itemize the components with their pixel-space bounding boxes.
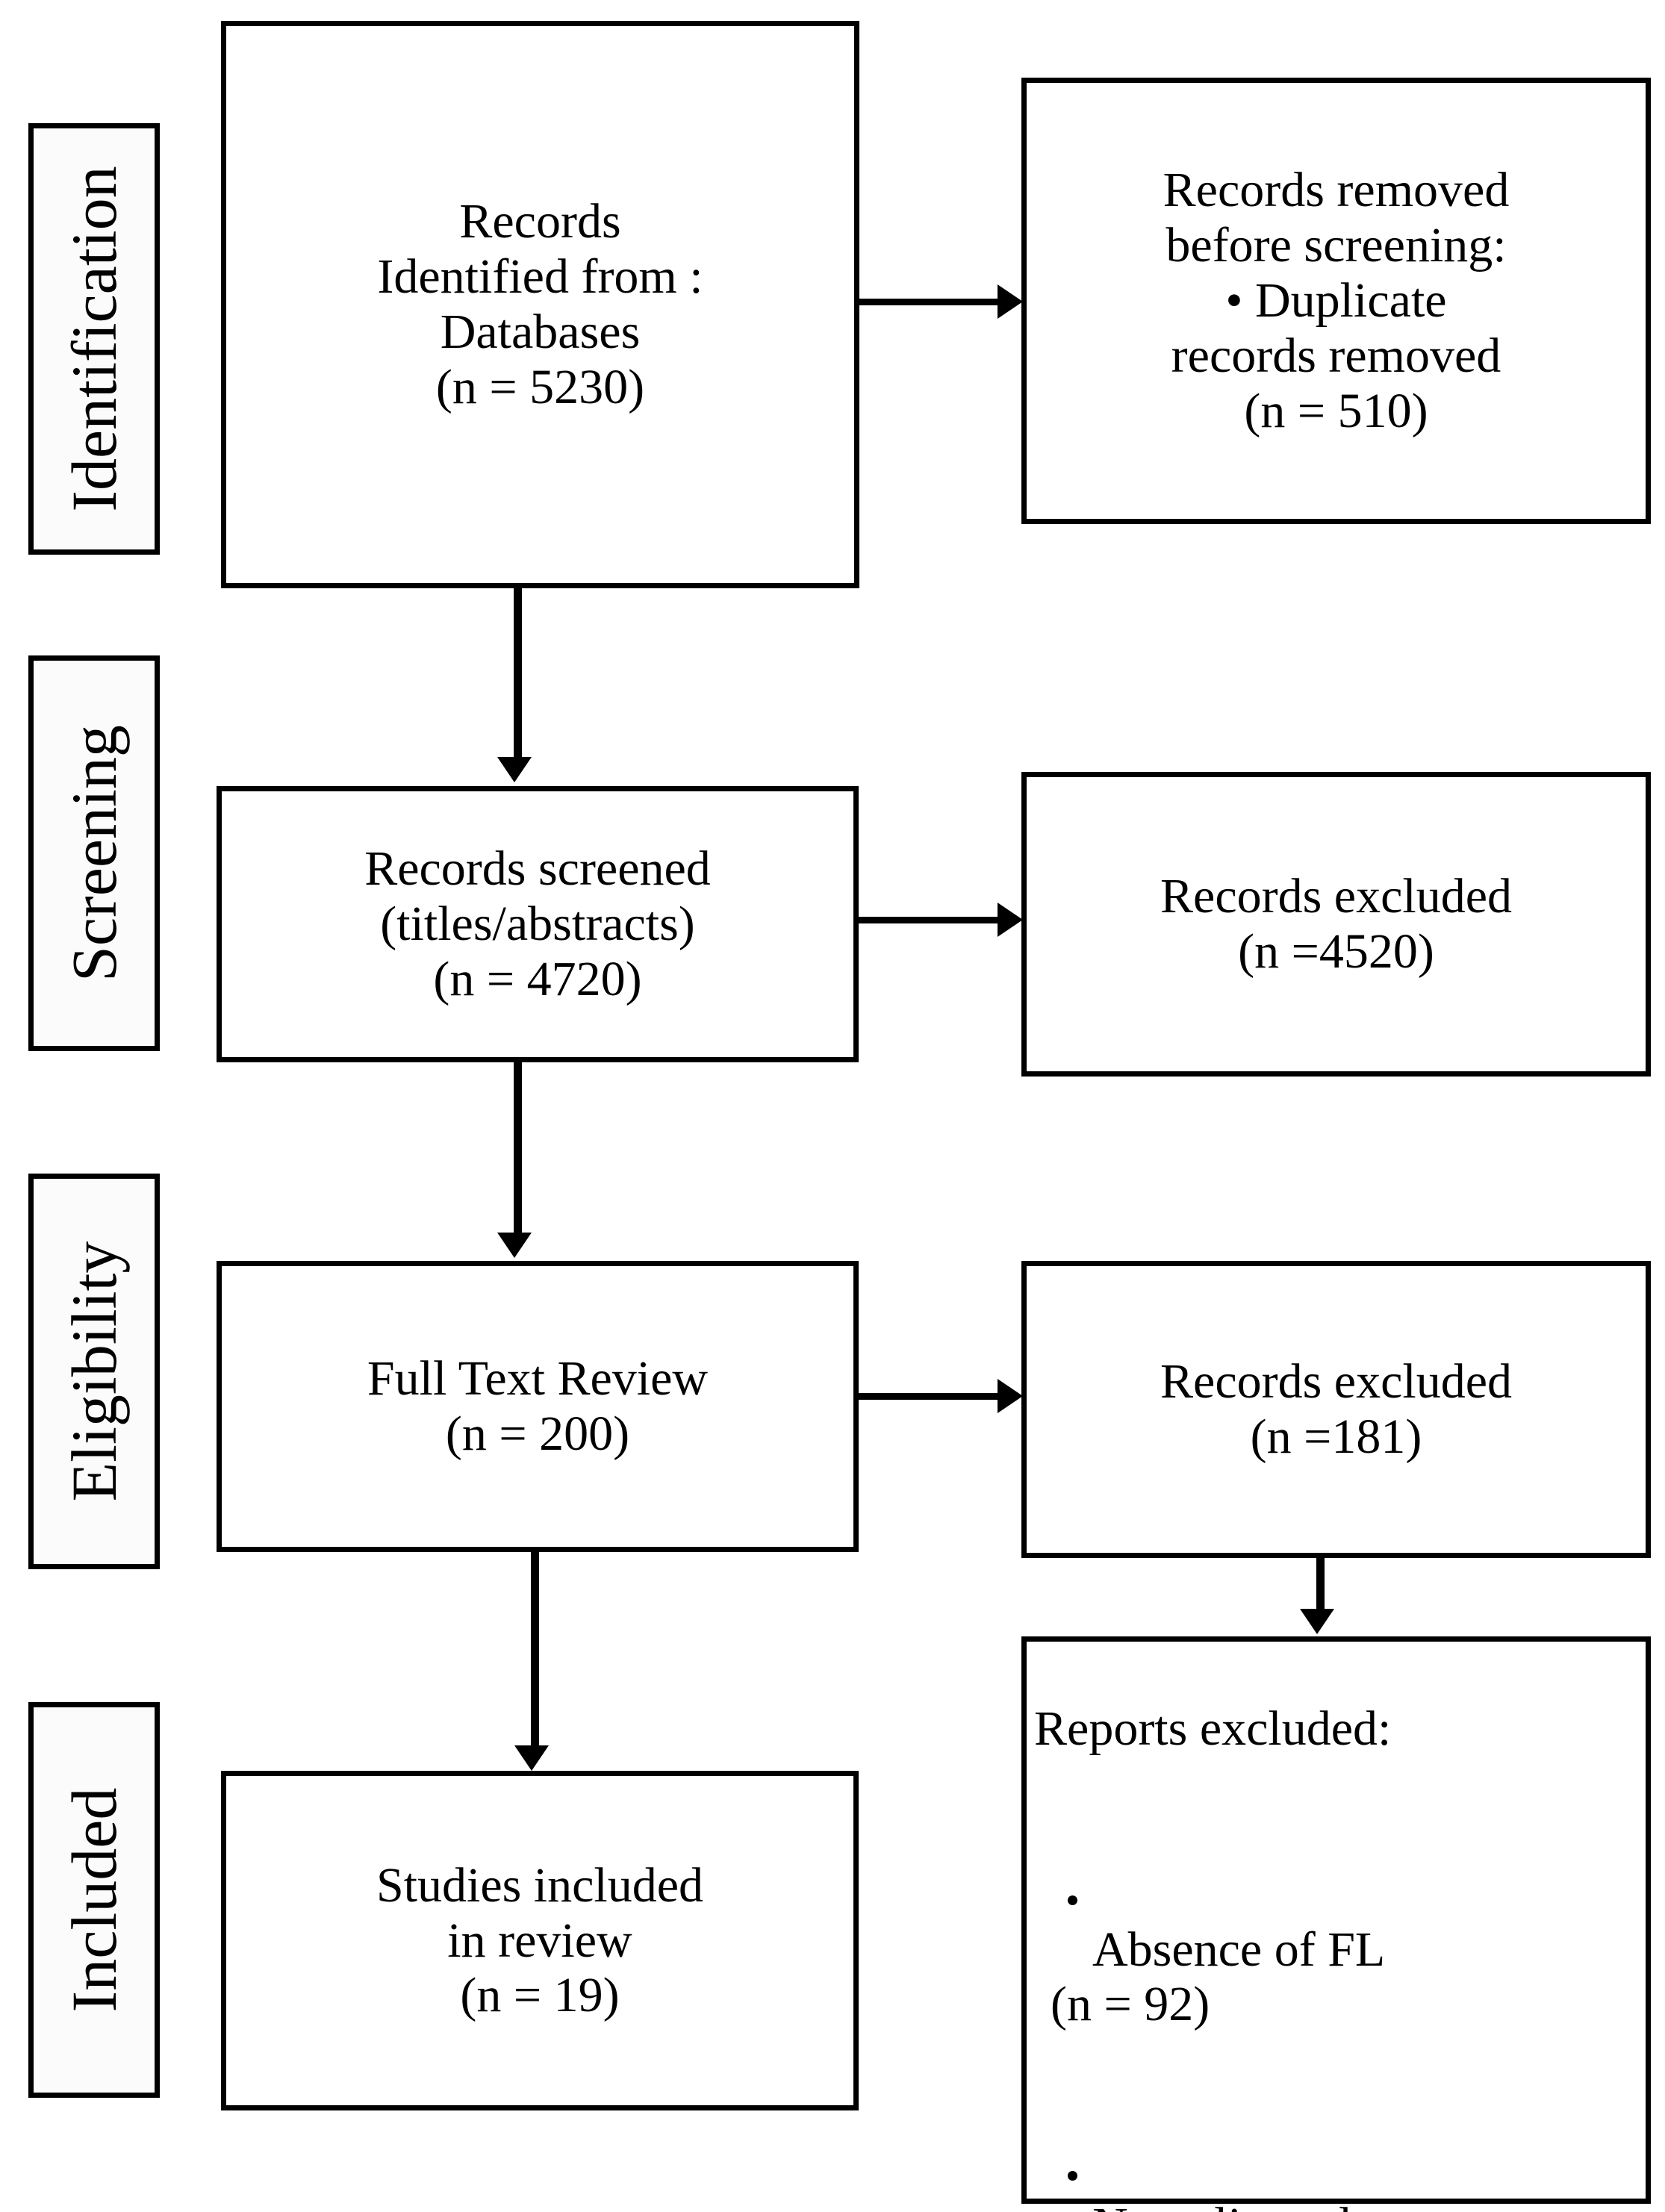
box-records-identified-text: Records Identified from : Databases (n =… xyxy=(377,194,703,414)
box-reports-excluded: Reports excluded: Absence of FL (n = 92)… xyxy=(1021,1636,1651,2212)
arrowhead-identified-to-screened xyxy=(497,757,532,782)
list-item: Absence of FL (n = 92) xyxy=(1051,1867,1638,2088)
box-records-identified: Records Identified from : Databases (n =… xyxy=(221,21,859,588)
box-records-excluded-screening-text: Records excluded (n =4520) xyxy=(1160,869,1512,979)
connector-screened-to-excluded xyxy=(859,917,998,923)
arrowhead-screened-to-fulltext xyxy=(497,1233,532,1258)
connector-identified-to-removed xyxy=(859,299,998,305)
arrowhead-excluded-to-reports xyxy=(1300,1609,1334,1634)
arrowhead-screened-to-excluded xyxy=(998,903,1023,937)
stage-label-eligibility: Eligibility xyxy=(28,1174,160,1569)
box-records-screened-text: Records screened (titles/abstracts) (n =… xyxy=(364,841,711,1006)
stage-label-eligibility-text: Eligibility xyxy=(58,1241,130,1502)
box-studies-included: Studies included in review (n = 19) xyxy=(221,1771,859,2110)
list-item: No policy relevance (n = 38) xyxy=(1092,2143,1638,2212)
connector-fulltext-to-excluded xyxy=(859,1393,998,1400)
stage-label-identification: Identification xyxy=(28,123,160,555)
box-records-excluded-eligibility-text: Records excluded (n =181) xyxy=(1160,1354,1512,1464)
box-records-excluded-screening: Records excluded (n =4520) xyxy=(1021,772,1651,1077)
box-studies-included-text: Studies included in review (n = 19) xyxy=(376,1857,704,2023)
reports-excluded-title: Reports excluded: xyxy=(1034,1701,1392,1756)
box-records-screened: Records screened (titles/abstracts) (n =… xyxy=(217,786,859,1062)
connector-fulltext-to-studies xyxy=(531,1548,539,1745)
connector-screened-to-fulltext xyxy=(514,1062,522,1233)
connector-identified-to-screened xyxy=(514,588,522,757)
connector-excluded-to-reports xyxy=(1316,1558,1325,1610)
stage-label-identification-text: Identification xyxy=(58,166,130,512)
arrowhead-fulltext-to-studies xyxy=(514,1745,549,1771)
reports-excluded-list: Absence of FL (n = 92) No policy relevan… xyxy=(1034,1812,1638,2212)
arrowhead-fulltext-to-excluded xyxy=(998,1379,1023,1413)
reason-label: Absence of FL xyxy=(1092,1922,1386,1977)
box-full-text-review-text: Full Text Review (n = 200) xyxy=(367,1351,709,1461)
box-records-removed-text: Records removed before screening: • Dupl… xyxy=(1163,163,1510,438)
box-full-text-review: Full Text Review (n = 200) xyxy=(217,1261,859,1552)
reason-label: No policy relevance xyxy=(1092,2198,1489,2212)
stage-label-screening-text: Screening xyxy=(58,725,130,982)
stage-label-included: Included xyxy=(28,1702,160,2098)
stage-label-included-text: Included xyxy=(58,1787,130,2013)
arrowhead-identified-to-removed xyxy=(998,284,1023,319)
box-records-excluded-eligibility: Records excluded (n =181) xyxy=(1021,1261,1651,1558)
stage-label-screening: Screening xyxy=(28,655,160,1051)
box-records-removed-before-screening: Records removed before screening: • Dupl… xyxy=(1021,78,1651,524)
reason-count: (n = 92) xyxy=(1051,1977,1210,2032)
